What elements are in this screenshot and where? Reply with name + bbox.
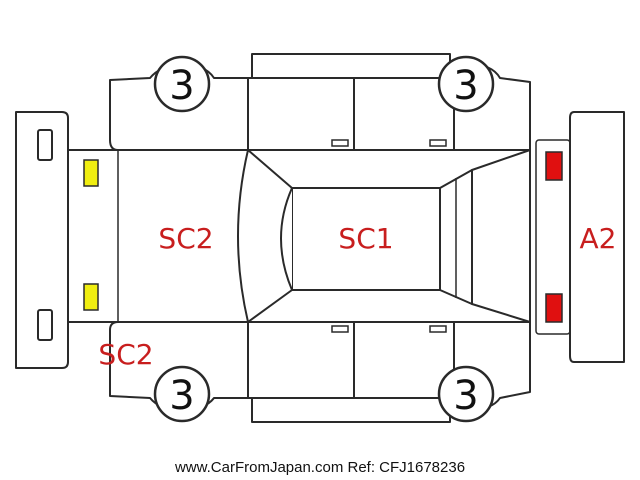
tire-top-left: 3 [153, 55, 211, 113]
front-bumper [15, 111, 69, 369]
rear-bumper [569, 111, 625, 363]
tire-top-right: 3 [437, 55, 495, 113]
damage-mark-hood: SC2 [158, 222, 213, 255]
damage-mark-roof: SC1 [338, 222, 393, 255]
tire-bottom-left: 3 [153, 365, 211, 423]
damage-mark-front-left-corner: SC2 [98, 338, 153, 371]
footer-reference: www.CarFromJapan.com Ref: CFJ1678236 [174, 459, 465, 476]
taillight-top [545, 151, 563, 181]
taillight-bottom [545, 293, 563, 323]
tire-bottom-left-rating: 3 [169, 373, 194, 419]
tire-top-right-rating: 3 [453, 63, 478, 109]
tire-bottom-right-rating: 3 [453, 373, 478, 419]
headlight-bottom [83, 283, 99, 311]
side-step-bottom [251, 397, 451, 423]
top-view-body [67, 149, 531, 323]
side-body-bottom [109, 321, 531, 411]
side-step-top [251, 53, 451, 79]
headlight-top [83, 159, 99, 187]
tire-bottom-right: 3 [437, 365, 495, 423]
damage-mark-rear: A2 [580, 222, 617, 255]
tire-top-left-rating: 3 [169, 63, 194, 109]
